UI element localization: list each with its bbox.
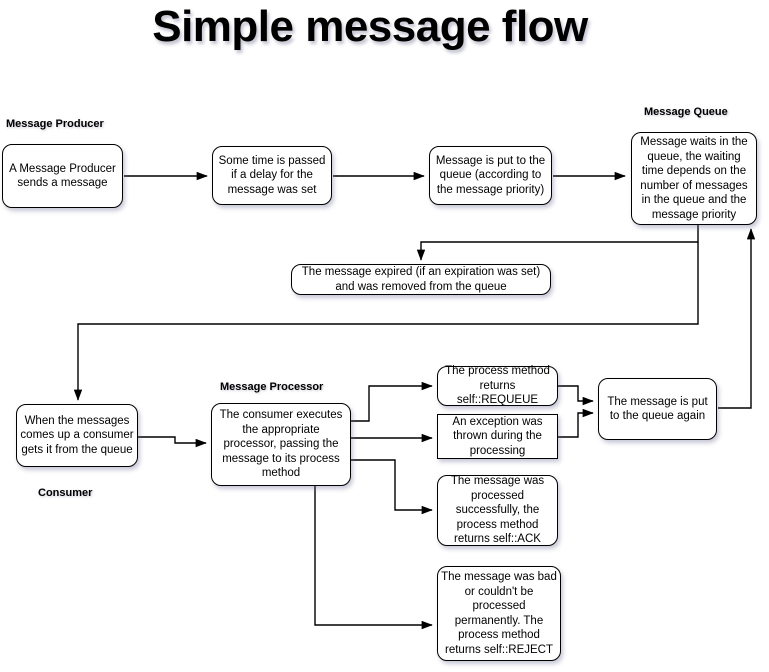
edge-exception-to-putagain <box>558 408 594 438</box>
node-queue[interactable]: Message waits in the queue, the waiting … <box>631 132 757 225</box>
edge-putagain-to-queue <box>718 228 756 409</box>
node-producer[interactable]: A Message Producer sends a message <box>2 144 123 208</box>
label-message-queue: Message Queue <box>644 106 728 118</box>
node-delay-text: Some time is passed if a delay for the m… <box>218 154 326 196</box>
node-exception-text: An exception was thrown during the proce… <box>452 415 543 457</box>
node-consumer-text: When the messages comes up a consumer ge… <box>20 414 134 456</box>
label-consumer: Consumer <box>38 487 93 499</box>
node-enqueue[interactable]: Message is put to the queue (according t… <box>429 146 552 205</box>
node-delay[interactable]: Some time is passed if a delay for the m… <box>212 146 332 205</box>
node-consumer[interactable]: When the messages comes up a consumer ge… <box>16 404 138 467</box>
node-reject[interactable]: The message was bad or couldn't be proce… <box>437 566 561 661</box>
node-reject-text: The message was bad or couldn't be proce… <box>441 571 557 656</box>
edge-requeue-to-putagain <box>558 385 594 406</box>
edge-consumer-to-processor <box>138 436 207 448</box>
node-expired-text: The message expired (if an expiration wa… <box>301 266 541 293</box>
label-message-processor: Message Processor <box>220 381 324 393</box>
edge-processor-to-requeue <box>351 381 433 422</box>
node-processor[interactable]: The consumer executes the appropriate pr… <box>211 403 351 486</box>
node-put-again[interactable]: The message is put to the queue again <box>598 378 717 440</box>
node-producer-text: A Message Producer sends a message <box>9 162 116 190</box>
node-exception[interactable]: An exception was thrown during the proce… <box>437 414 558 459</box>
node-expired[interactable]: The message expired (if an expiration wa… <box>291 264 551 295</box>
node-ack[interactable]: The message was processed successfully, … <box>437 475 558 546</box>
node-put-again-text: The message is put to the queue again <box>607 395 708 423</box>
node-queue-text: Message waits in the queue, the waiting … <box>640 136 748 221</box>
page-title: Simple message flow <box>152 2 588 51</box>
node-requeue-text: The process method returns self::REQUEUE <box>445 365 550 407</box>
edge-queue-to-expired <box>416 225 699 261</box>
node-enqueue-text: Message is put to the queue (according t… <box>435 154 546 196</box>
label-message-producer: Message Producer <box>6 118 104 130</box>
node-ack-text: The message was processed successfully, … <box>450 475 545 546</box>
node-processor-text: The consumer executes the appropriate pr… <box>219 409 343 480</box>
edge-processor-to-reject <box>314 486 433 630</box>
edge-processor-to-ack <box>351 459 433 515</box>
node-requeue[interactable]: The process method returns self::REQUEUE <box>437 365 558 407</box>
